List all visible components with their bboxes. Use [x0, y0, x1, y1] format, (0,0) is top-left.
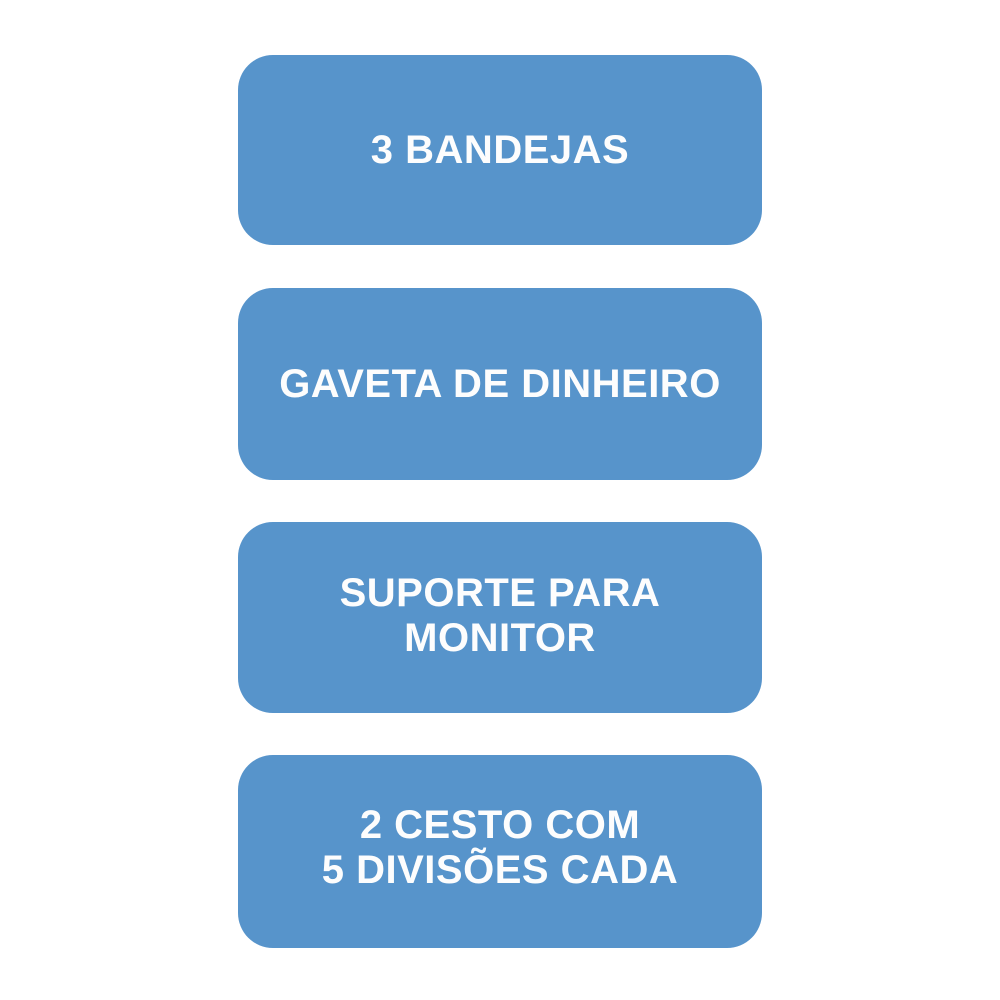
feature-card-gaveta-de-dinheiro[interactable]: GAVETA DE DINHEIRO — [238, 288, 762, 480]
feature-card-suporte-para-monitor[interactable]: SUPORTE PARA MONITOR — [238, 522, 762, 713]
feature-card-label: GAVETA DE DINHEIRO — [279, 361, 721, 406]
feature-card-label: 2 CESTO COM 5 DIVISÕES CADA — [321, 802, 679, 892]
feature-card-label: 3 BANDEJAS — [370, 127, 630, 172]
feature-card-cesto-com-divisoes[interactable]: 2 CESTO COM 5 DIVISÕES CADA — [238, 755, 762, 948]
feature-card-bandejas[interactable]: 3 BANDEJAS — [238, 55, 762, 245]
feature-card-label: SUPORTE PARA MONITOR — [339, 570, 661, 660]
